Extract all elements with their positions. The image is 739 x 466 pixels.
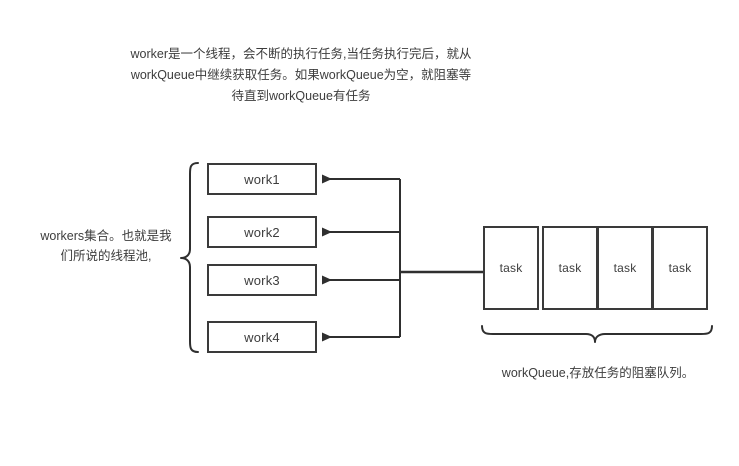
worker-box-2-label: work2	[244, 224, 280, 240]
worker-box-2[interactable]: work2	[207, 216, 317, 248]
task-box-2[interactable]: task	[542, 226, 598, 310]
worker-box-1-label: work1	[244, 171, 280, 187]
task-box-1-label: task	[499, 261, 523, 275]
worker-box-1[interactable]: work1	[207, 163, 317, 195]
workers-annotation: workers集合。也就是我们所说的线程池,	[40, 229, 172, 263]
worker-box-3-label: work3	[244, 272, 280, 288]
worker-box-3[interactable]: work3	[207, 264, 317, 296]
workers-brace	[180, 162, 199, 353]
queue-to-workers-connector	[322, 174, 483, 342]
task-box-2-label: task	[558, 261, 582, 275]
task-box-4[interactable]: task	[652, 226, 708, 310]
worker-box-4-label: work4	[244, 329, 280, 345]
task-box-3-label: task	[613, 261, 637, 275]
worker-annotation: worker是一个线程，会不断的执行任务,当任务执行完后，就从workQueue…	[130, 47, 472, 103]
queue-annotation: workQueue,存放任务的阻塞队列。	[501, 366, 695, 380]
task-box-3[interactable]: task	[597, 226, 653, 310]
worker-box-4[interactable]: work4	[207, 321, 317, 353]
task-box-1[interactable]: task	[483, 226, 539, 310]
queue-brace	[481, 325, 713, 343]
task-box-4-label: task	[668, 261, 692, 275]
